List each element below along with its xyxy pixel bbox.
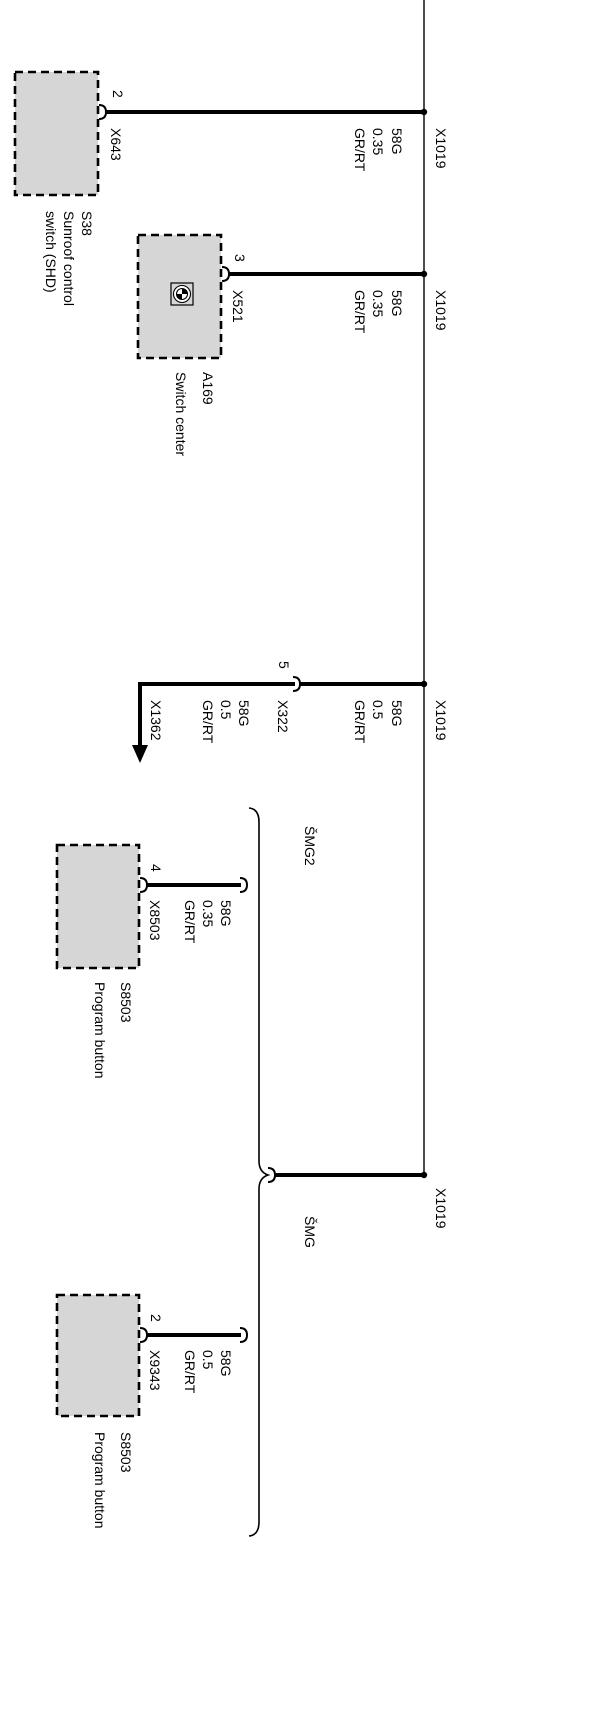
connector-label: X521 <box>230 290 246 323</box>
connector-label: X9343 <box>147 1350 163 1391</box>
connector-label: X1362 <box>148 700 164 741</box>
wire-circuit: 58G <box>218 1350 234 1376</box>
branch-x322: 5 X322 58G 0.5 GR/RT X1019 58G 0.5 GR/RT… <box>132 661 449 763</box>
branch-a169: 3 X521 58G 0.35 GR/RT X1019 A169 Switch … <box>136 233 449 456</box>
component-name-line: Switch center <box>173 372 189 456</box>
pin-number: 4 <box>148 864 164 872</box>
wire-circuit: 58G <box>389 128 405 154</box>
wire-color-code: GR/RT <box>352 290 368 334</box>
component-name-line: Sunroof control <box>61 211 77 306</box>
branch-smg-variants: X1019 ŠMG2 4 X8503 58G 0.35 GR/RT S8503 … <box>55 807 449 1537</box>
continuation-arrow-down-icon <box>132 682 148 763</box>
wire-cross-section: 0.35 <box>370 290 386 317</box>
wire-circuit: 58G <box>218 900 234 926</box>
wire-cross-section: 0.5 <box>218 700 234 720</box>
connector-label: X322 <box>275 700 291 733</box>
wire-color-code: GR/RT <box>182 900 198 944</box>
wire-cross-section: 0.35 <box>370 128 386 155</box>
wire-circuit: 58G <box>389 290 405 316</box>
component-id: S8503 <box>118 1432 134 1473</box>
connector-label: X8503 <box>147 900 163 941</box>
wire-color-code: GR/RT <box>200 700 216 744</box>
pin-number: 2 <box>110 90 126 98</box>
component-box-s8503 <box>55 1293 141 1418</box>
component-id: S8503 <box>118 982 134 1023</box>
splice-dot <box>420 680 428 688</box>
wire-circuit: 58G <box>236 700 252 726</box>
splice-dot <box>420 270 428 278</box>
splice-label: X1019 <box>433 290 449 331</box>
component-name-line: Program button <box>92 982 108 1079</box>
wire-color-code: GR/RT <box>182 1350 198 1394</box>
pin-connector-icon <box>139 1327 149 1343</box>
splice-dot <box>420 108 428 116</box>
variant-smg2: ŠMG2 4 X8503 58G 0.35 GR/RT S8503 Progra… <box>55 826 318 1079</box>
variant-label: ŠMG <box>302 1216 318 1248</box>
pin-number: 2 <box>148 1314 164 1322</box>
splice-label: X1019 <box>433 1188 449 1229</box>
component-id: S38 <box>79 211 95 236</box>
pin-connector-icon <box>98 104 108 120</box>
variant-brace <box>248 807 271 1537</box>
pin-connector-icon <box>139 877 149 893</box>
wire-cross-section: 0.5 <box>200 1350 216 1370</box>
component-name-line: Program button <box>92 1432 108 1529</box>
splice-dot <box>420 1171 428 1179</box>
pin-connector-icon <box>221 266 231 282</box>
pin-number: 3 <box>232 254 248 262</box>
wire-color-code: GR/RT <box>352 700 368 744</box>
component-box-s38 <box>13 70 100 197</box>
splice-label: X1019 <box>433 128 449 169</box>
wire-cross-section: 0.5 <box>370 700 386 720</box>
connector-label: X643 <box>108 128 124 161</box>
bmw-roundel-icon <box>170 282 194 306</box>
variant-smg: ŠMG 2 X9343 58G 0.5 GR/RT S8503 Program … <box>55 1216 318 1529</box>
splice-label: X1019 <box>433 700 449 741</box>
component-name-line: switch (SHD) <box>43 211 59 293</box>
variant-label: ŠMG2 <box>302 826 318 866</box>
wire-end-connector-icon <box>239 877 249 893</box>
wire-cross-section: 0.35 <box>200 900 216 927</box>
branch-s38: 2 X643 58G 0.35 GR/RT X1019 S38 Sunroof … <box>13 70 449 306</box>
pin-number: 5 <box>276 661 292 669</box>
wire-end-connector-icon <box>239 1327 249 1343</box>
component-id: A169 <box>200 372 216 405</box>
wire-circuit: 58G <box>389 700 405 726</box>
component-box-s8503 <box>55 843 141 970</box>
wire-color-code: GR/RT <box>352 128 368 172</box>
